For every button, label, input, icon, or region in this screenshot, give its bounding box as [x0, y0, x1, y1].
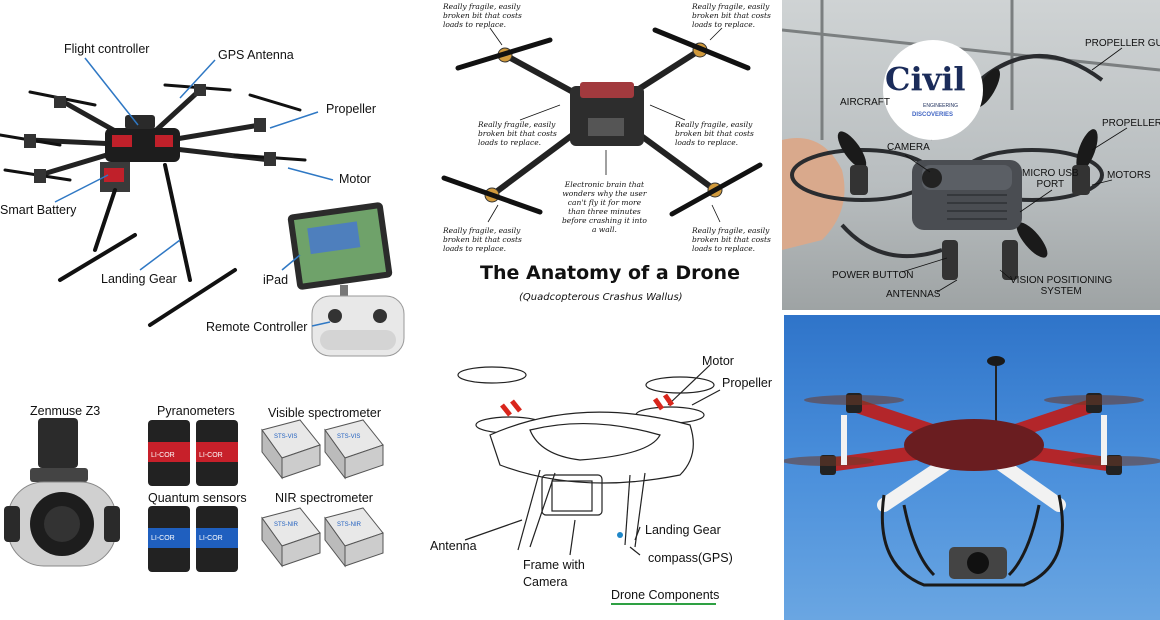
tello-label-propeller-guard: PROPELLER GUARD [1085, 38, 1160, 49]
label-propeller: Propeller [326, 102, 377, 116]
hexacopter-panel: Flight controller GPS Antenna Propeller … [0, 0, 430, 370]
sketch-label-antenna: Antenna [430, 539, 477, 553]
fragile-note-bottom-right: Really fragile, easily broken bit that c… [692, 226, 771, 253]
label-ipad: iPad [263, 273, 289, 287]
label-licor-4: LI-COR [199, 535, 223, 542]
anatomy-subtitle: (Quadcopterous Crashus Wallus) [519, 292, 683, 303]
anatomy-title: The Anatomy of a Drone [480, 262, 740, 284]
label-licor-1: LI-COR [151, 452, 175, 459]
tello-label-motors: MOTORS [1107, 170, 1151, 181]
sketch-label-frame-with-camera: Frame with Camera [523, 558, 585, 589]
tello-label-camera: CAMERA [887, 142, 930, 153]
sensors-panel: LI-COR LI-COR LI-COR LI-COR STS-VIS STS-… [0, 390, 430, 620]
label-pyranometers: Pyranometers [157, 404, 235, 418]
logo-civil: Civil [885, 60, 966, 98]
tello-label-vision-positioning: VISION POSITIONING SYSTEM [1010, 275, 1113, 297]
sketch-illustration [457, 364, 721, 605]
sketch-panel: Motor Propeller Antenna Landing Gear com… [430, 335, 782, 620]
logo-engineering: ENGINEERING [923, 103, 959, 109]
label-landing-gear: Landing Gear [101, 272, 177, 286]
label-sts-vis-2: STS-VIS [337, 434, 361, 440]
fragile-note-bottom-left: Really fragile, easily broken bit that c… [443, 226, 522, 253]
sketch-label-compass: compass(GPS) [648, 551, 733, 565]
tello-panel: Civil ENGINEERING DISCOVERIES PROPELLER … [782, 0, 1160, 310]
label-sts-nir-2: STS-NIR [337, 522, 361, 528]
tello-label-aircraft: AIRCRAFT [840, 97, 890, 108]
label-sts-nir-1: STS-NIR [274, 522, 298, 528]
sky-drone-photo [784, 356, 1160, 587]
label-flight-controller: Flight controller [64, 42, 150, 56]
label-licor-3: LI-COR [151, 535, 175, 542]
label-visible-spectrometer: Visible spectrometer [268, 406, 382, 420]
anatomy-panel: Really fragile, easily broken bit that c… [430, 0, 782, 330]
fragile-note-top-left: Really fragile, easily broken bit that c… [443, 2, 522, 29]
label-zenmuse: Zenmuse Z3 [30, 404, 101, 418]
label-sts-vis-1: STS-VIS [274, 434, 298, 440]
tello-label-propellers: PROPELLERS [1102, 118, 1160, 129]
label-motor: Motor [339, 172, 371, 186]
fragile-note-top-right: Really fragile, easily broken bit that c… [692, 2, 771, 29]
fragile-note-mid-left: Really fragile, easily broken bit that c… [478, 120, 557, 147]
brain-note: Electronic brain that wonders why the us… [562, 180, 647, 234]
sketch-label-landing-gear: Landing Gear [645, 523, 721, 537]
sensors-illustration [4, 418, 384, 572]
sketch-label-propeller: Propeller [722, 376, 773, 390]
tello-illustration [782, 0, 1160, 293]
anatomy-illustration [441, 27, 763, 223]
sky-drone-panel [784, 315, 1160, 620]
label-smart-battery: Smart Battery [0, 203, 77, 217]
logo-discoveries: DISCOVERIES [912, 112, 954, 118]
sketch-caption: Drone Components [611, 588, 720, 602]
tello-label-power-button: POWER BUTTON [832, 270, 914, 281]
label-quantum-sensors: Quantum sensors [148, 491, 247, 505]
label-licor-2: LI-COR [199, 452, 223, 459]
label-nir-spectrometer: NIR spectrometer [275, 491, 373, 505]
fragile-note-mid-right: Really fragile, easily broken bit that c… [675, 120, 754, 147]
sketch-label-motor: Motor [702, 354, 734, 368]
tello-label-antennas: ANTENNAS [886, 289, 941, 300]
hexacopter-illustration [0, 57, 405, 357]
tello-label-micro-usb: MICRO USB PORT [1022, 168, 1079, 190]
label-gps-antenna: GPS Antenna [218, 48, 294, 62]
label-remote-controller: Remote Controller [206, 320, 308, 334]
